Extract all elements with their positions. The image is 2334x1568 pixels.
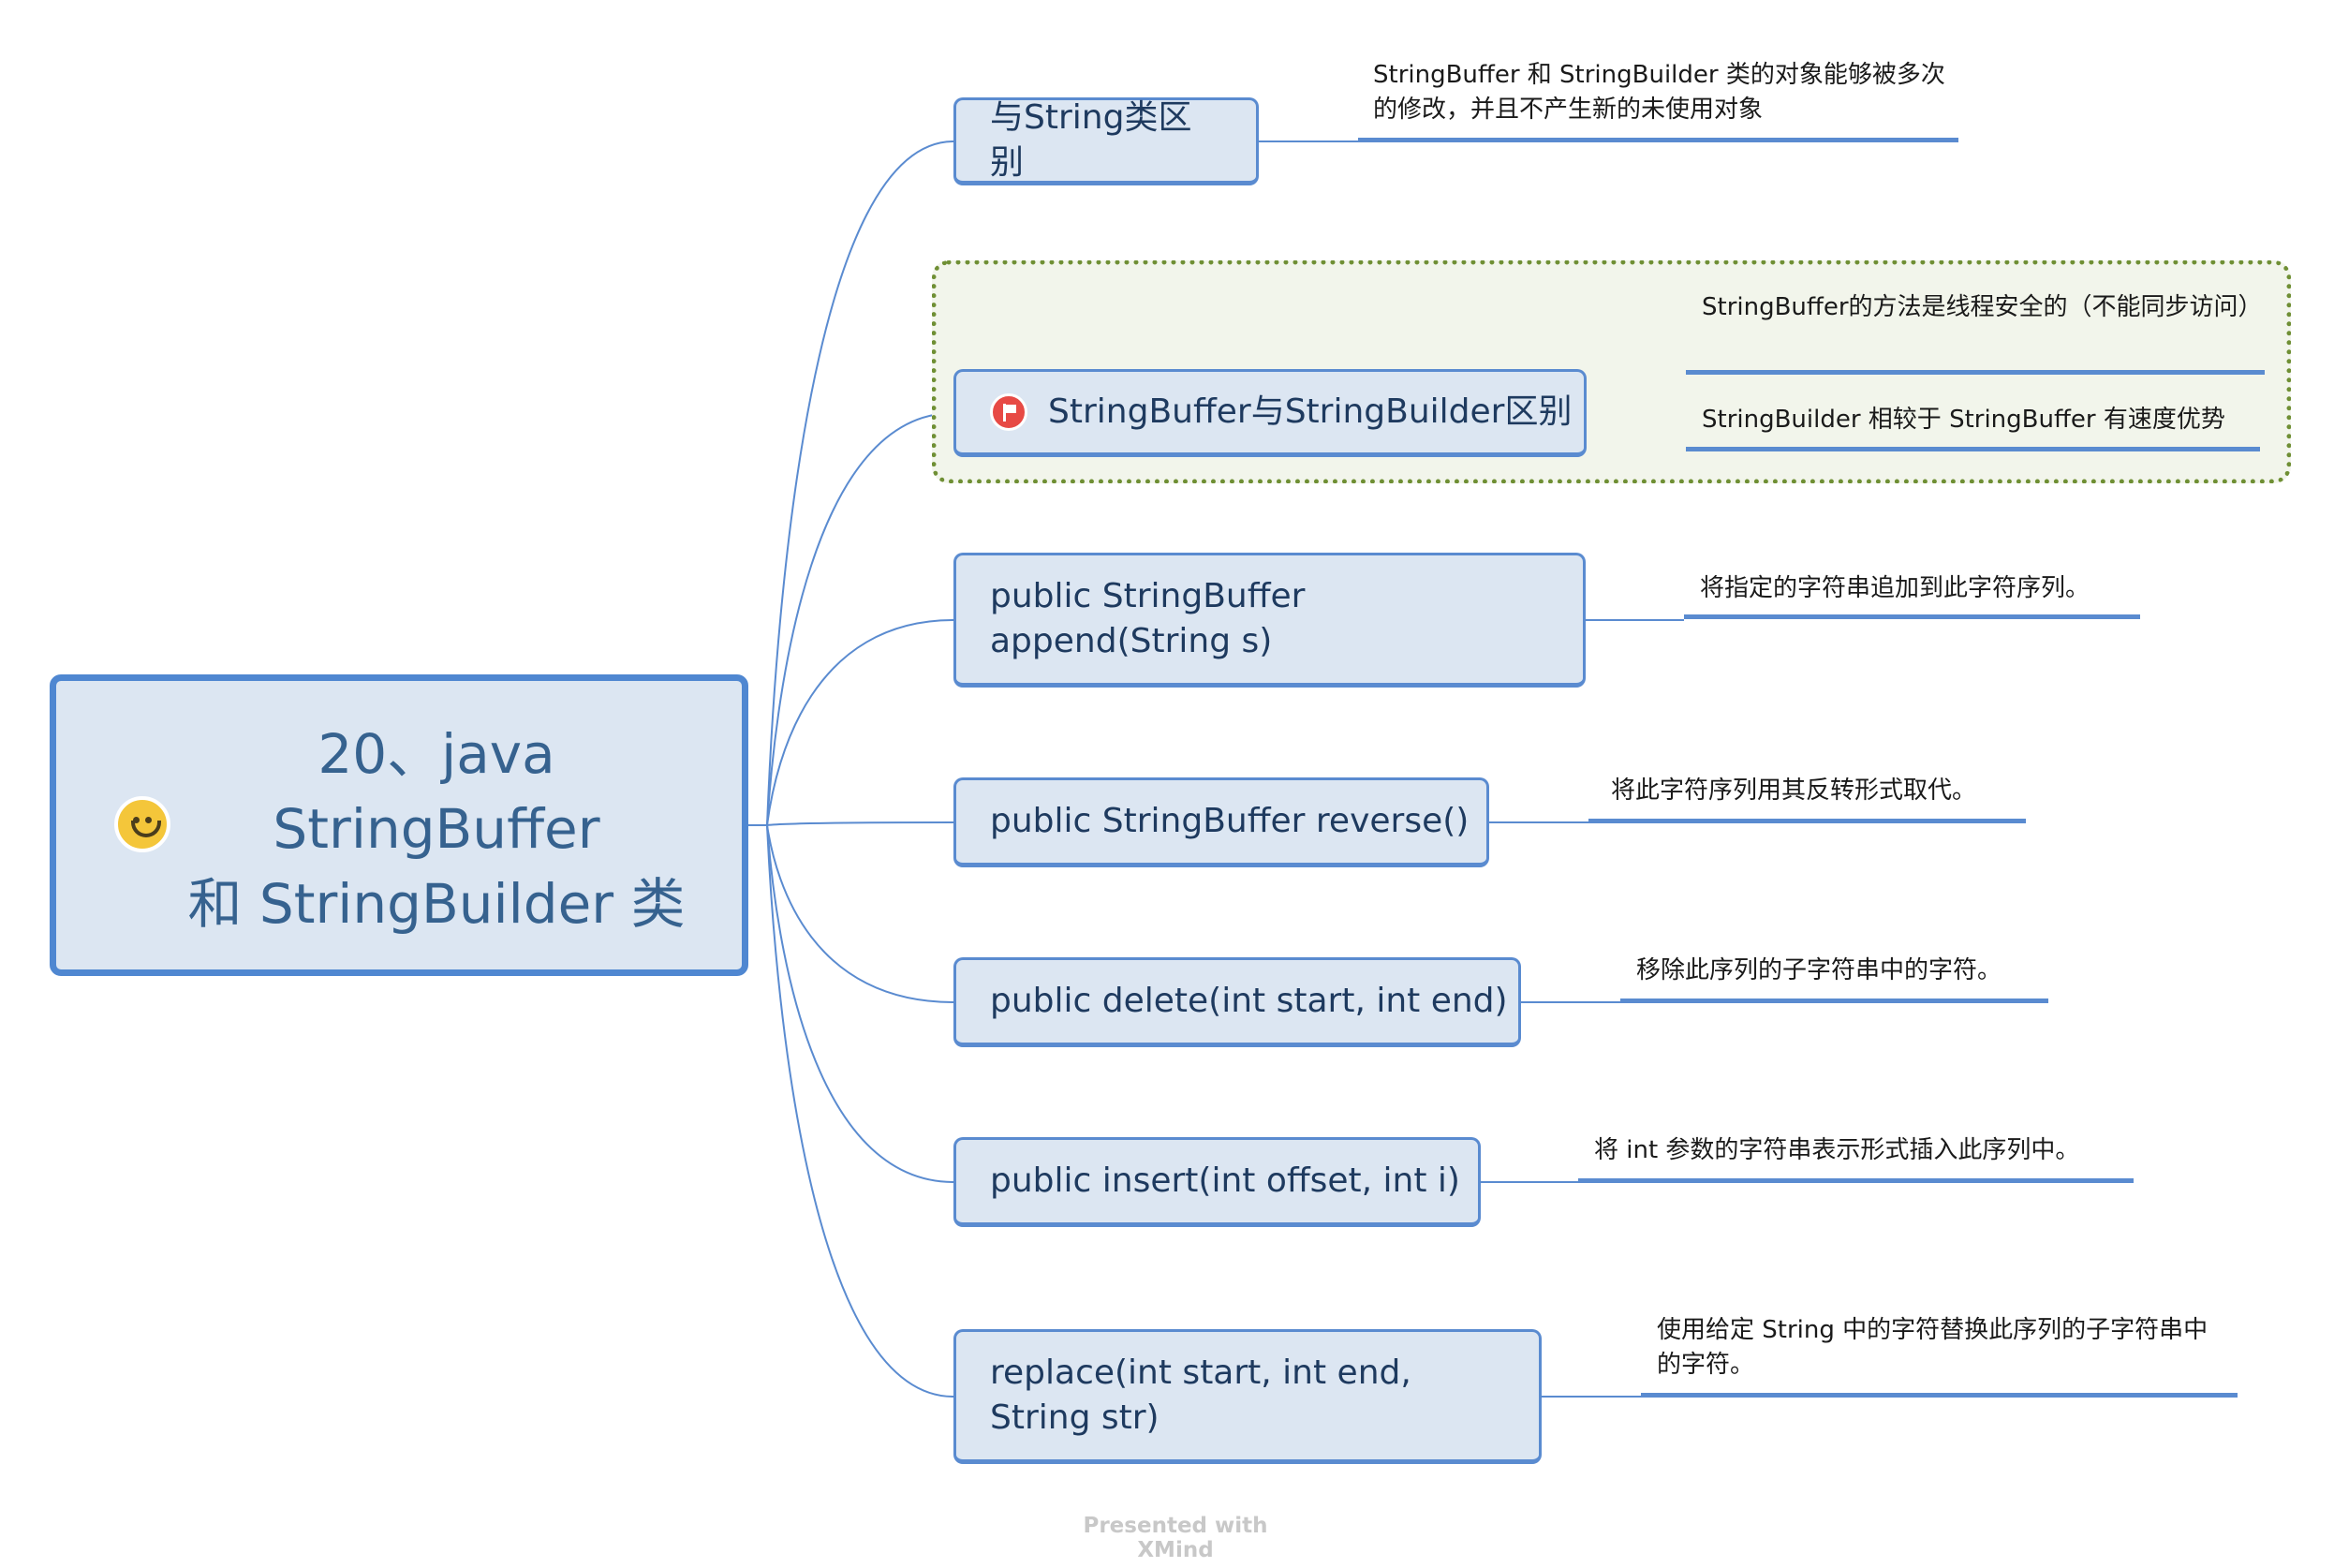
note-underline: [1578, 1178, 2134, 1183]
branch-reverse[interactable]: public StringBuffer reverse(): [953, 777, 1489, 867]
note-text: 将 int 参数的字符串表示形式插入此序列中。: [1594, 1136, 2080, 1164]
connector-branch-1: [766, 412, 954, 826]
note-text: StringBuilder 相较于 StringBuffer 有速度优势: [1702, 406, 2225, 434]
note-underline: [1686, 370, 2265, 375]
note-underline: [1588, 819, 2026, 823]
central-title-line: StringBuffer: [273, 797, 600, 861]
note-underline: [1684, 614, 2140, 619]
note-underline: [1358, 138, 1958, 142]
note-text: StringBuffer的方法是线程安全的（不能同步访问）: [1702, 293, 2263, 321]
branch-label: replace(int start, int end, String str): [990, 1354, 1411, 1437]
note-text: 将指定的字符串追加到此字符序列。: [1700, 574, 2090, 602]
branch-label: public StringBuffer append(String s): [990, 577, 1306, 660]
branch-label: 与String类区别: [990, 98, 1192, 182]
branch-label: public StringBuffer reverse(): [990, 802, 1470, 840]
note-text: 移除此序列的子字符串中的字符。: [1636, 956, 2002, 984]
connector-branch-2: [766, 619, 954, 826]
branch-insert[interactable]: public insert(int offset, int i): [953, 1137, 1481, 1227]
note-text: 将此字符序列用其反转形式取代。: [1611, 777, 1977, 805]
connector-branch-0: [766, 141, 954, 826]
note-text: 使用给定 String 中的字符替换此序列的子字符串中的字符。: [1657, 1316, 2208, 1379]
central-title-line: 和 StringBuilder 类: [187, 872, 686, 936]
red-flag-icon: [990, 393, 1027, 431]
branch-buffer-vs-builder[interactable]: StringBuffer与StringBuilder区别: [953, 369, 1587, 457]
connector-branch-3: [766, 821, 954, 826]
smiley-icon: [114, 796, 170, 852]
branch-label: StringBuffer与StringBuilder区别: [1048, 392, 1573, 431]
branch-string-difference[interactable]: 与String类区别: [953, 97, 1259, 185]
central-title-line: 20、java: [318, 722, 555, 786]
note-underline: [1620, 998, 2048, 1003]
branch-label: public delete(int start, int end): [990, 982, 1508, 1020]
branch-append[interactable]: public StringBuffer append(String s): [953, 553, 1586, 688]
note-text: StringBuffer 和 StringBuilder 类的对象能够被多次的修…: [1373, 61, 1945, 124]
connector-branch-4: [766, 824, 954, 1003]
branch-replace[interactable]: replace(int start, int end, String str): [953, 1329, 1542, 1464]
xmind-watermark: Presented with XMind: [1083, 1514, 1268, 1562]
connector-branch-6: [766, 824, 954, 1398]
central-topic-title: 20、java StringBuffer 和 StringBuilder 类: [169, 717, 704, 941]
note-underline: [1686, 447, 2260, 451]
central-topic[interactable]: 20、java StringBuffer 和 StringBuilder 类: [50, 674, 748, 976]
branch-delete[interactable]: public delete(int start, int end): [953, 957, 1521, 1047]
note-underline: [1641, 1393, 2238, 1398]
connector-branch-5: [766, 824, 954, 1183]
branch-label: public insert(int offset, int i): [990, 1161, 1460, 1200]
